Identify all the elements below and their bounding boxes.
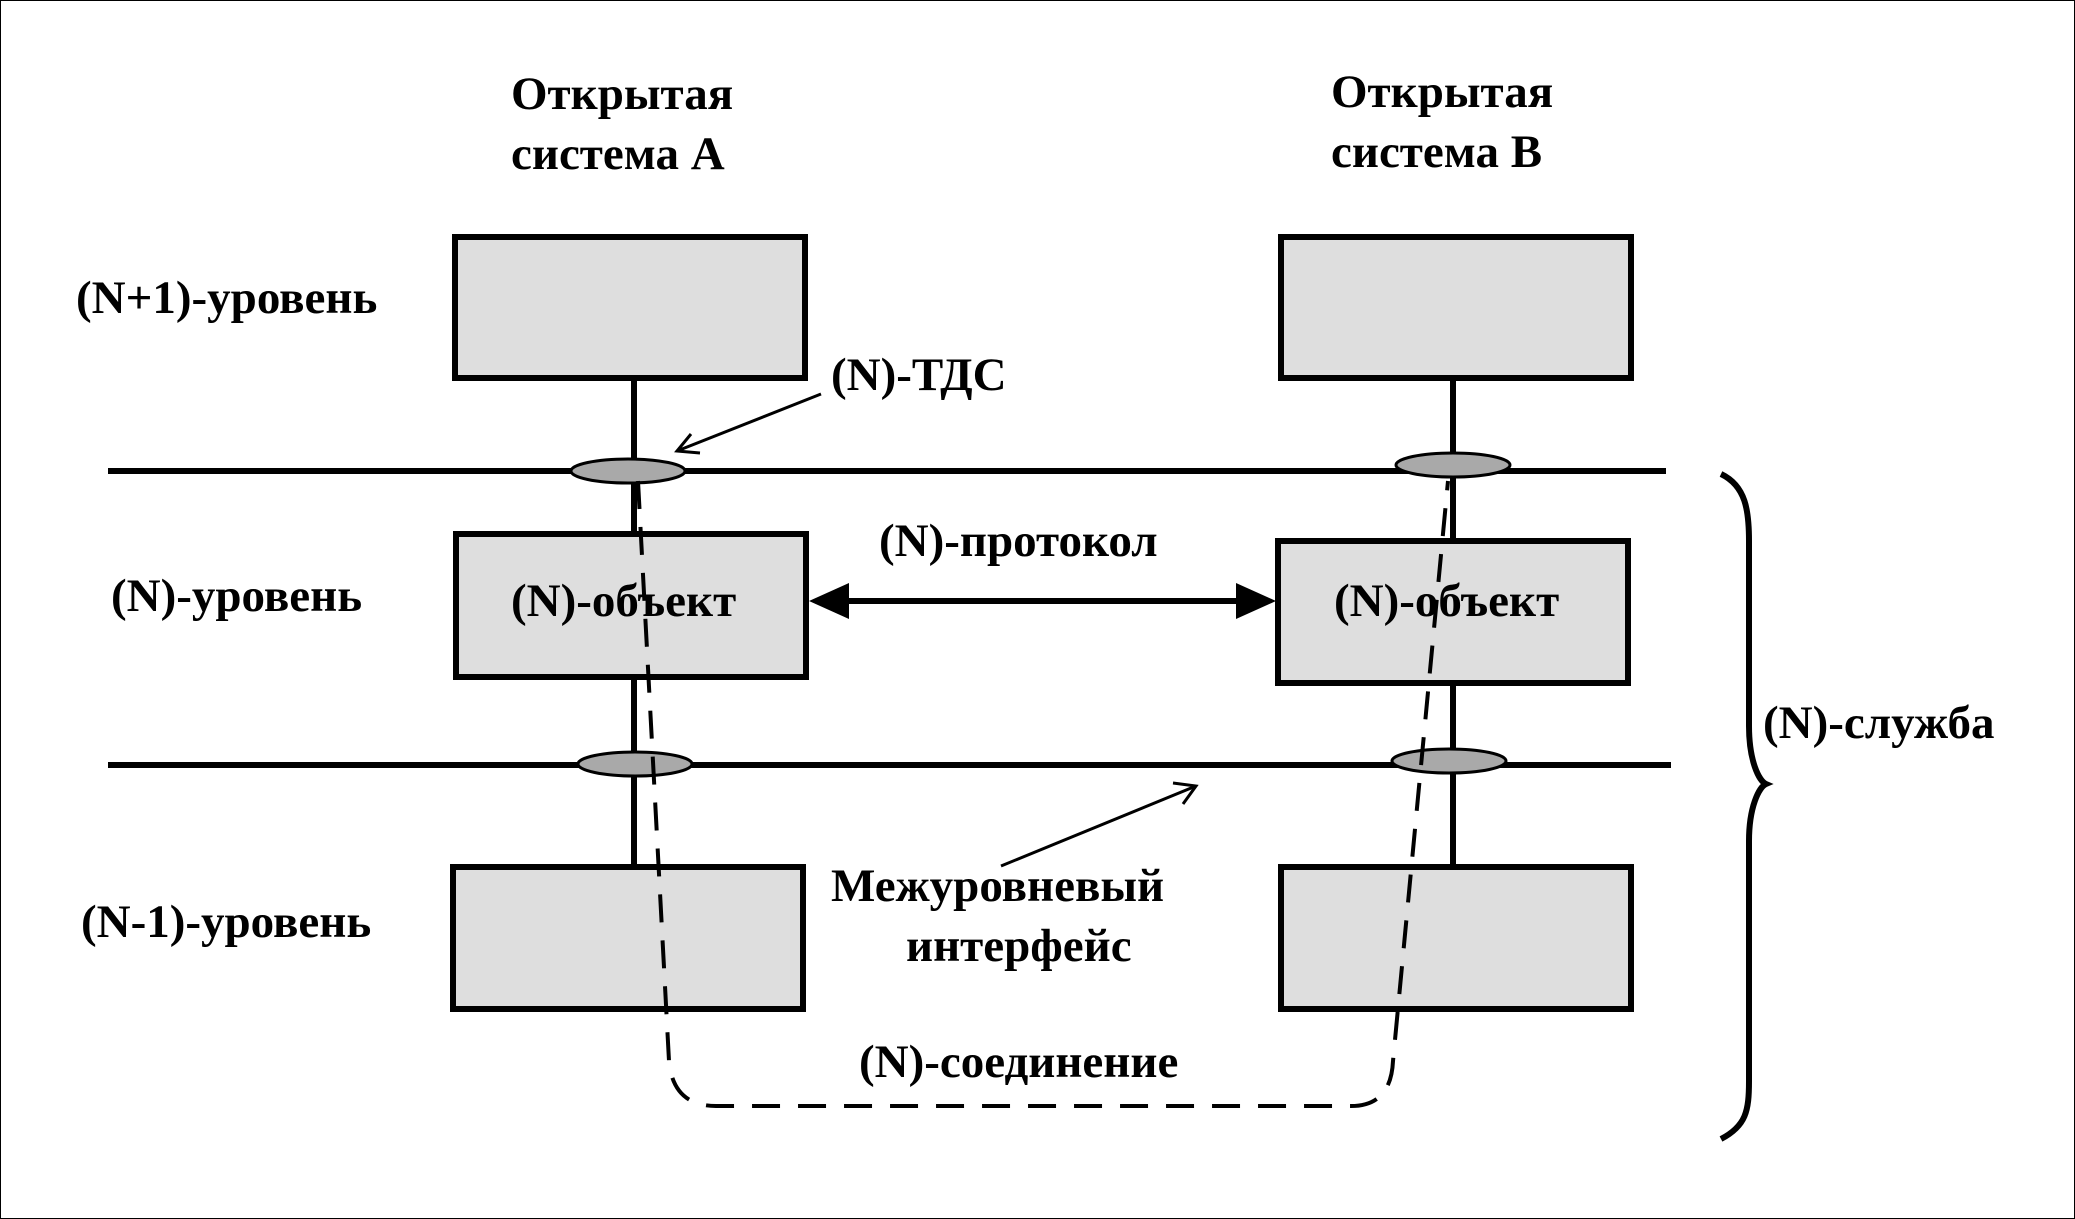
protocol-arrowhead-right bbox=[1236, 583, 1276, 619]
sap-a-lower-ellipse bbox=[576, 750, 694, 778]
system-a-title-line2: система A bbox=[511, 128, 725, 180]
system-b-title-line1: Открытая bbox=[1331, 66, 1553, 118]
tds-label: (N)-ТДС bbox=[831, 349, 1007, 401]
tds-pointer-arrow bbox=[676, 392, 822, 453]
system-a-upper-layer-box bbox=[452, 234, 808, 381]
sap-a-upper-ellipse bbox=[569, 457, 687, 485]
sap-b-upper-ellipse bbox=[1394, 451, 1512, 479]
n-connection-dashed-path bbox=[636, 480, 1450, 1108]
entity-a-label: (N)-объект bbox=[511, 575, 736, 627]
system-b-upper-layer-box bbox=[1278, 234, 1634, 381]
service-label: (N)-служба bbox=[1763, 697, 1994, 749]
level-upper-label: (N+1)-уровень bbox=[76, 272, 377, 324]
tds-pointer-arrowhead bbox=[674, 433, 701, 455]
entity-b-label: (N)-объект bbox=[1334, 575, 1559, 627]
protocol-label: (N)-протокол bbox=[879, 515, 1158, 567]
protocol-arrowhead-left bbox=[809, 583, 849, 619]
system-b-title-line2: система B bbox=[1331, 126, 1542, 178]
interface-label-line1: Межуровневый bbox=[831, 860, 1164, 912]
interface-pointer-arrowhead bbox=[1172, 781, 1199, 805]
system-a-lower-layer-box bbox=[450, 864, 806, 1012]
level-middle-label: (N)-уровень bbox=[111, 570, 362, 622]
interface-label-line2: интерфейс bbox=[906, 920, 1132, 972]
level-lower-label: (N-1)-уровень bbox=[81, 896, 371, 948]
system-a-title-line1: Открытая bbox=[511, 68, 733, 120]
service-brace bbox=[1719, 471, 1774, 1142]
connection-label: (N)-соединение bbox=[859, 1036, 1178, 1088]
interface-pointer-arrow bbox=[1000, 784, 1197, 868]
sap-b-lower-ellipse bbox=[1390, 747, 1508, 775]
system-a-n-entity-box bbox=[453, 531, 809, 680]
system-b-lower-layer-box bbox=[1278, 864, 1634, 1012]
system-b-n-entity-box bbox=[1275, 538, 1631, 686]
